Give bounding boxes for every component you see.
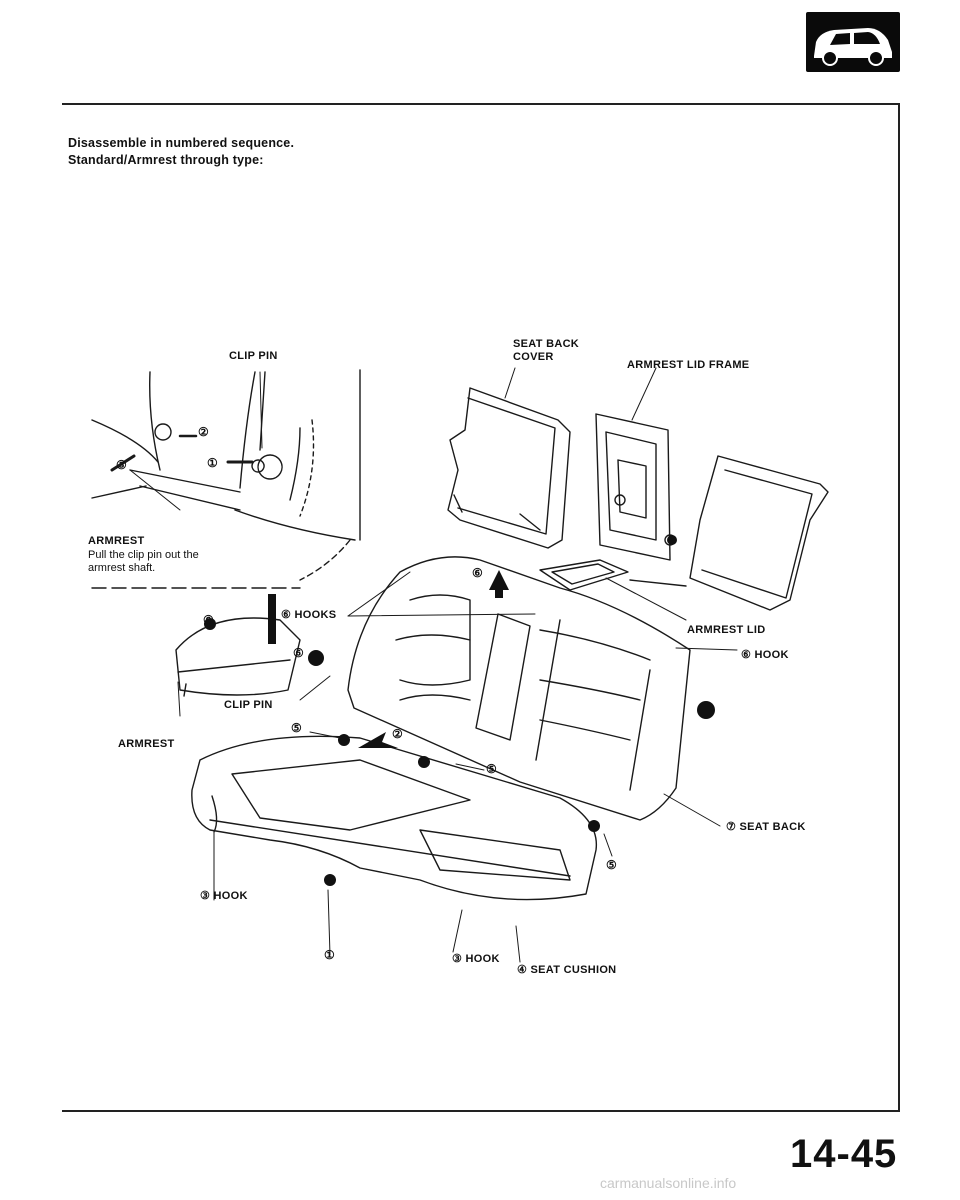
intro-line-1: Disassemble in numbered sequence. bbox=[68, 136, 295, 150]
step-number-5-mid: ⑤ bbox=[486, 762, 498, 776]
page-number: 14-45 bbox=[790, 1132, 898, 1176]
label-armrest-lid: ARMREST LID bbox=[687, 624, 766, 636]
armrest-lid-part bbox=[539, 559, 629, 591]
sedan-car-icon bbox=[806, 12, 900, 72]
label-clip-pin-bottom: CLIP PIN bbox=[224, 699, 273, 711]
label-hook-6: ⑥ HOOK bbox=[741, 649, 789, 661]
seat-back-cover-part bbox=[447, 387, 571, 549]
armrest-inset-detail bbox=[91, 369, 361, 589]
step-number-6-arrow: ⑥ bbox=[472, 566, 484, 580]
label-armrest-lid-frame: ARMREST LID FRAME bbox=[627, 359, 750, 371]
step-number-3-top: ③ bbox=[116, 458, 128, 472]
watermark-text: carmanualsonline.info bbox=[600, 1175, 737, 1191]
intro-line-2: Standard/Armrest through type: bbox=[68, 153, 264, 167]
step-number-2-top: ② bbox=[198, 425, 210, 439]
seat-cushion-body bbox=[191, 735, 598, 901]
inset-bracket-line bbox=[268, 594, 276, 644]
lift-arrow bbox=[489, 570, 509, 598]
armrest-note-line-2: armrest shaft. bbox=[88, 562, 156, 574]
label-hook-3-right: ③ HOOK bbox=[452, 953, 500, 965]
armrest-part bbox=[175, 617, 301, 697]
armrest-note-line-1: Pull the clip pin out the bbox=[88, 549, 199, 561]
seat-back-right-panel-part bbox=[629, 455, 829, 611]
pull-arrow bbox=[358, 732, 398, 748]
step-number-6-clip: ⑥ bbox=[203, 613, 215, 627]
step-number-5-left: ⑤ bbox=[291, 721, 303, 735]
bottom-rule bbox=[62, 1110, 900, 1112]
top-rule bbox=[62, 103, 900, 105]
label-seat-cushion: ④ SEAT CUSHION bbox=[517, 964, 617, 976]
label-hook-3-left: ③ HOOK bbox=[200, 890, 248, 902]
step-number-2-mid: ② bbox=[392, 727, 404, 741]
step-number-5-right: ⑤ bbox=[606, 858, 618, 872]
right-rule bbox=[898, 103, 900, 1111]
step-number-1-bottom: ① bbox=[324, 948, 336, 962]
label-armrest-bottom: ARMREST bbox=[118, 738, 175, 750]
label-seat-back: ⑦ SEAT BACK bbox=[726, 821, 806, 833]
step-number-6-armrest: ⑥ bbox=[293, 646, 305, 660]
label-clip-pin-top: CLIP PIN bbox=[229, 350, 278, 362]
label-hooks-6: ⑥ HOOKS bbox=[281, 609, 337, 621]
label-seat-back-cover-1: SEAT BACK bbox=[513, 338, 580, 350]
label-armrest-inset: ARMREST bbox=[88, 535, 145, 547]
seat-back-body bbox=[347, 556, 691, 821]
armrest-lid-frame-part bbox=[595, 413, 676, 561]
label-seat-back-cover-2: COVER bbox=[513, 351, 554, 363]
step-number-1-top: ① bbox=[207, 456, 219, 470]
